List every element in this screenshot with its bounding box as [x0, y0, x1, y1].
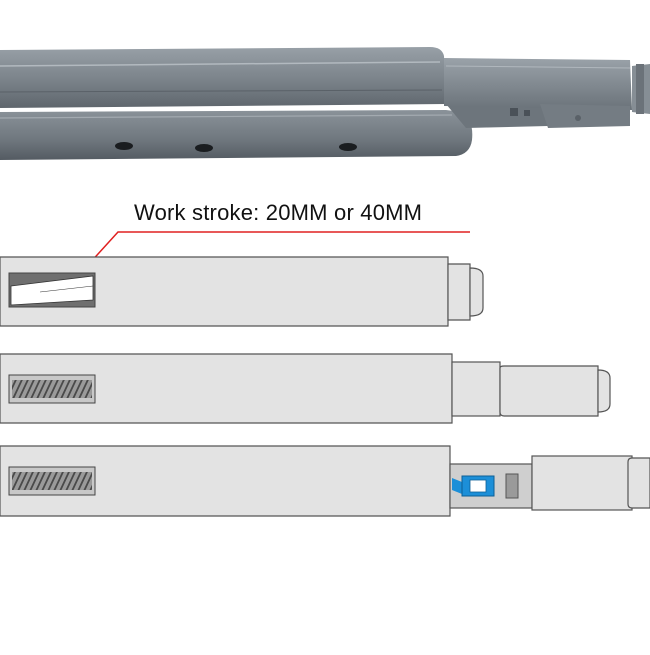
state-compressed — [0, 256, 484, 327]
state-latched — [0, 445, 650, 517]
product-photo — [0, 47, 650, 160]
blue-latch-mechanism — [452, 475, 495, 497]
work-stroke-label: Work stroke: 20MM or 40MM — [134, 200, 423, 225]
mounting-holes — [115, 142, 357, 152]
state-extended — [0, 353, 611, 424]
